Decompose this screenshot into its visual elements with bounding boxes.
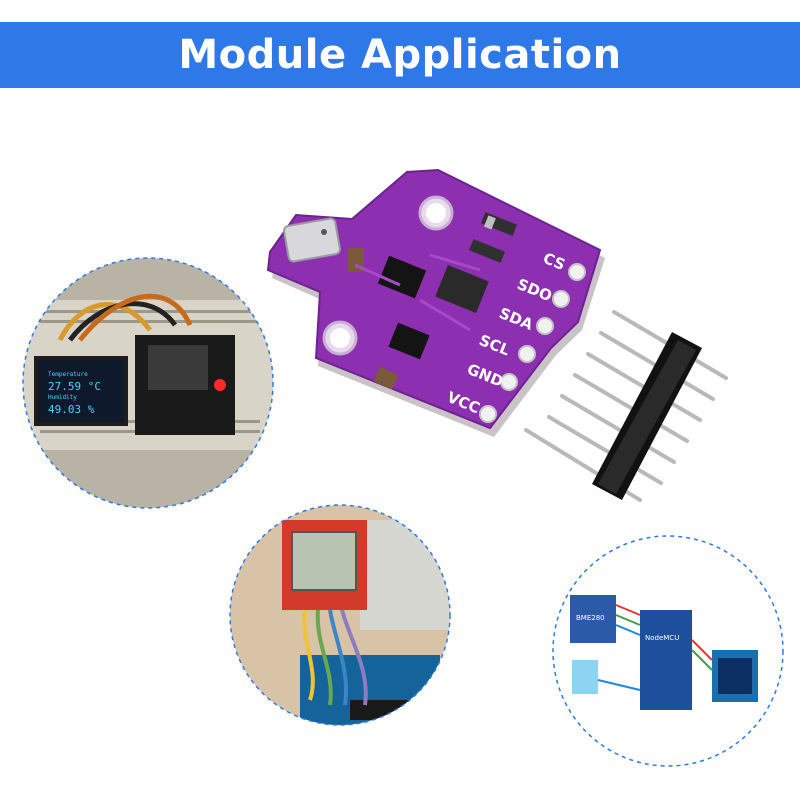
oled-line2-value: 49.03 % <box>48 403 95 416</box>
oled-line1-label: Temperature <box>48 371 88 378</box>
dht-sensor <box>572 660 598 694</box>
bme280-label: BME280 <box>576 614 605 622</box>
oled-line1-value: 27.59 °C <box>48 380 101 393</box>
lcd-demo-photo <box>229 504 451 726</box>
lcd-screen <box>291 531 357 591</box>
nodemcu-label: NodeMCU <box>645 634 679 642</box>
nodemcu-board <box>640 610 692 710</box>
bme280-module <box>570 595 616 643</box>
resistor <box>468 239 506 263</box>
capacitor <box>373 366 399 390</box>
wiring-diagram: BME280 NodeMCU <box>552 535 784 767</box>
oled-line2-label: Humidity <box>48 394 77 401</box>
regulator-chip <box>377 255 427 299</box>
pin-pads <box>479 263 586 423</box>
level-shifter-chip <box>435 264 489 314</box>
mosfet-chip <box>388 322 430 360</box>
title-banner: Module Application <box>0 22 800 88</box>
pcb-board <box>266 168 602 430</box>
oled-screen <box>34 356 128 426</box>
oled-demo-photo: Temperature 27.59 °C Humidity 49.03 % <box>22 257 274 509</box>
sensor-module: CS SDO SDA SCL GND VCC <box>266 168 605 437</box>
banner-title: Module Application <box>178 32 622 78</box>
sensor-chip <box>283 217 341 263</box>
pin-header <box>524 310 728 502</box>
